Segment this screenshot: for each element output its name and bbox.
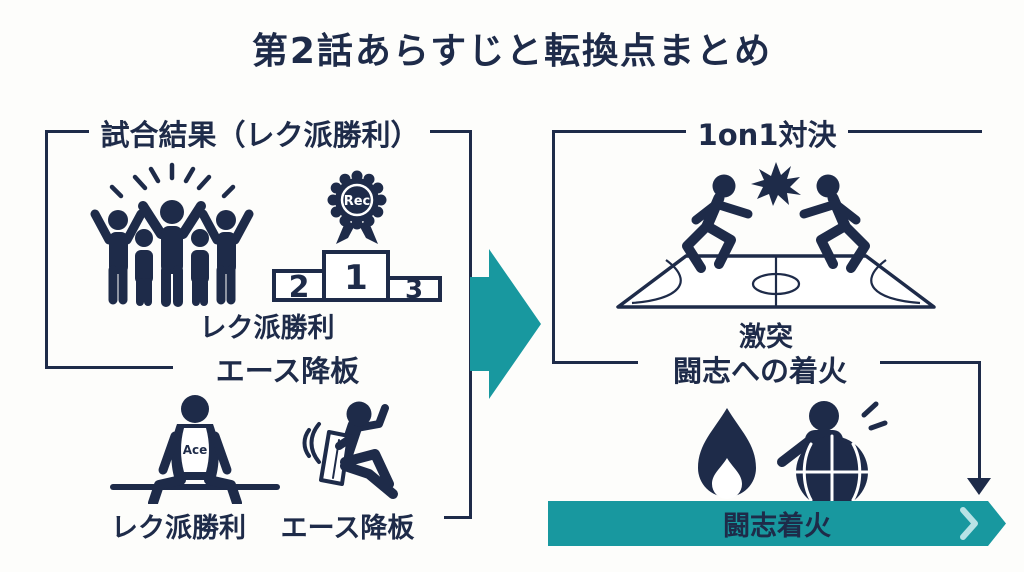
down-arrow-icon — [967, 478, 991, 495]
bottom-label-ace: エース降板 — [280, 513, 415, 544]
left-bracket-top-right-line — [430, 130, 472, 133]
basketball-court-clash-icon — [616, 162, 936, 309]
banner-label: 闘志着火 — [723, 511, 831, 542]
victory-label: レク派勝利 — [199, 313, 335, 344]
right-bracket-mid-right-hline — [880, 361, 981, 364]
down-arrow-vline — [978, 361, 981, 481]
right-bracket-mid-left-hline — [552, 361, 638, 364]
bottom-label-victory: レク派勝利 — [111, 513, 246, 544]
player-with-basketball-icon — [777, 401, 888, 510]
flame-icon — [698, 408, 756, 499]
left-panel-header: 試合結果（レク派勝利） — [100, 118, 420, 152]
winner-podium-icon: Rec 1 2 3 — [272, 170, 442, 303]
banner-chevron-icon — [960, 507, 980, 540]
left-bracket-mid-hline — [45, 366, 173, 369]
right-player — [799, 174, 870, 273]
right-bracket-top-left-line — [552, 130, 686, 133]
podium-rank-1: 1 — [344, 258, 368, 298]
badge-text: Rec — [344, 194, 371, 209]
emphasis-marks-icon — [861, 401, 888, 431]
left-bracket-bottom-hline — [444, 516, 472, 519]
clash-starburst-icon — [751, 162, 801, 206]
celebrating-crowd-icon — [90, 162, 254, 307]
right-bracket-left-vline — [552, 130, 555, 364]
podium-rank-2: 2 — [289, 270, 310, 303]
clash-label: 激突 — [739, 322, 793, 353]
left-panel-sub-header: エース降板 — [215, 354, 360, 388]
right-panel-header: 1on1対決 — [697, 118, 837, 152]
dejected-ace-on-bench-icon: Ace — [110, 395, 280, 504]
jersey-text: Ace — [183, 443, 208, 457]
podium-rank-3: 3 — [405, 275, 423, 303]
right-panel-sub-header: 闘志への着火 — [672, 354, 847, 388]
page-title: 第2話あらすじと転換点まとめ — [251, 31, 773, 72]
left-player — [682, 174, 753, 273]
left-bracket-top-left-line — [45, 130, 89, 133]
rec-rosette-badge: Rec — [327, 170, 387, 244]
right-bracket-top-right-line — [848, 130, 982, 133]
towel-frustration-icon — [302, 401, 398, 499]
conclusion-banner: 闘志着火 — [548, 501, 1006, 546]
left-bracket-left-vline — [45, 130, 48, 369]
right-arrow-icon — [470, 249, 541, 399]
